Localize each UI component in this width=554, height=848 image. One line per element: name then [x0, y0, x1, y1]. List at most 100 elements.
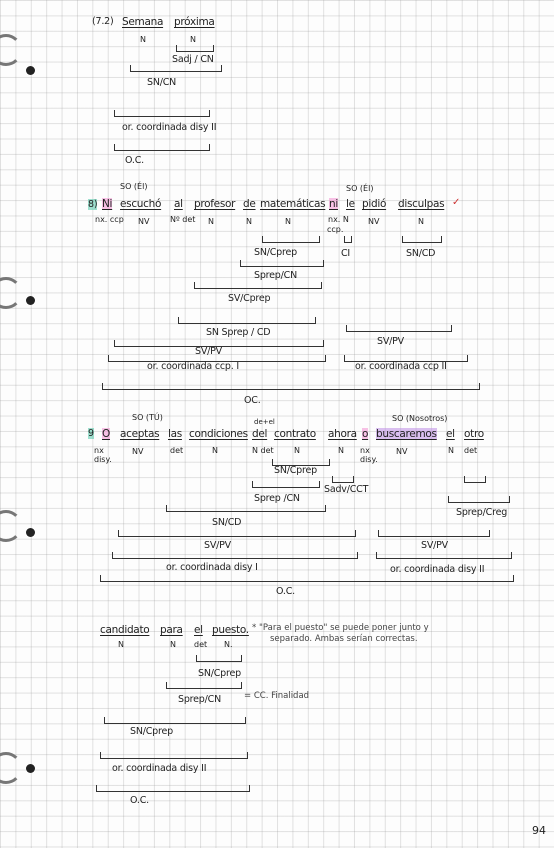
word-tag: nx disy. [360, 446, 378, 464]
bracket [178, 317, 316, 324]
word: disculpas [398, 198, 445, 210]
clause-label: or. coordinada disy II [390, 564, 485, 575]
word-tag: N [294, 446, 300, 455]
bracket [272, 459, 330, 466]
word-tag: N [246, 217, 252, 226]
bracket [448, 496, 510, 503]
phrase-label: SN/CD [212, 517, 242, 528]
phrase-label: SV/PV [195, 346, 222, 357]
word: las [168, 428, 182, 440]
word-tag: N [170, 640, 176, 649]
bracket [166, 682, 242, 689]
word-tag: det [464, 446, 478, 455]
word: próxima [174, 16, 215, 28]
check-mark: ✓ [452, 197, 461, 208]
word-tag: N [140, 35, 146, 44]
bracket [100, 752, 248, 759]
word: escuchó [120, 198, 162, 210]
word: ahora [328, 428, 357, 440]
phrase-label: SV/PV [377, 336, 404, 347]
bracket [176, 45, 214, 52]
sentence-label: OC. [244, 395, 261, 406]
word: condiciones [189, 428, 248, 440]
word-tag: NV [132, 447, 144, 456]
word-tag: N det [252, 446, 274, 455]
phrase-label: Sprep/Creg [456, 507, 508, 518]
omitted-subject: SO (Él) [120, 182, 148, 191]
phrase-label: Sadv/CCT [324, 484, 369, 495]
phrase-label: SN/Cprep [274, 465, 317, 476]
phrase-label: SN/CN [147, 77, 177, 88]
exercise-number: 9 [88, 428, 94, 439]
omitted-subject: SO (Nosotros) [392, 414, 448, 423]
word-tag: N [118, 640, 124, 649]
bracket [102, 383, 480, 390]
bracket [252, 481, 320, 488]
bracket [104, 717, 246, 724]
word-tag: ccp. [327, 225, 344, 234]
binder-ring [0, 34, 22, 66]
word: puesto. [212, 624, 249, 636]
clause-label: or. coordinada disy I [166, 562, 258, 573]
word-tag: N [418, 217, 424, 226]
word-conjunction: ni [329, 198, 338, 210]
bracket [108, 355, 326, 362]
word: buscaremos [376, 428, 437, 440]
omitted-subject: SO (Él) [346, 184, 374, 193]
binder-hole [26, 66, 35, 75]
bracket [344, 236, 352, 243]
word: Semana [122, 16, 164, 28]
bracket [378, 530, 490, 537]
bracket [100, 575, 514, 582]
phrase-label: SV/PV [204, 540, 231, 551]
word-tag: N [190, 35, 196, 44]
phrase-label: SN/Cprep [198, 668, 241, 679]
contraction-note: de+el [254, 418, 275, 426]
annotation-note: = CC. Finalidad [244, 691, 310, 701]
word: contrato [274, 428, 316, 440]
word-tag: NV [138, 217, 150, 226]
bracket [114, 340, 324, 347]
bracket [118, 530, 356, 537]
page-number: 94 [532, 824, 546, 837]
word: del [252, 428, 268, 440]
word-tag: det [194, 640, 208, 649]
clause-label: or. coordinada ccp II [355, 361, 447, 372]
word-tag: N [212, 446, 218, 455]
word: matemáticas [260, 198, 326, 210]
word-conjunction: Ni [102, 198, 113, 210]
binder-hole [26, 296, 35, 305]
bracket [332, 476, 354, 483]
phrase-label: CI [341, 248, 351, 259]
bracket [262, 236, 320, 243]
word-tag: NV [396, 447, 408, 456]
phrase-label: SN/CD [406, 248, 436, 259]
binder-ring [0, 510, 22, 542]
word: le [346, 198, 355, 210]
word: de [243, 198, 256, 210]
sentence-label: O.C. [125, 155, 144, 166]
exercise-number: (7.2) [92, 16, 114, 27]
annotation-note: * "Para el puesto" se puede poner junto … [252, 623, 429, 633]
word-tag: nx. N [328, 215, 349, 224]
word-tag: nx. ccp [95, 215, 124, 224]
phrase-label: SN/Cprep [254, 247, 297, 258]
word-tag: nx disy. [94, 446, 112, 464]
word-conjunction: O [102, 428, 110, 440]
annotation-note: separado. Ambas serían correctas. [270, 634, 418, 644]
clause-label: or. coordinada ccp. I [147, 361, 239, 372]
word-conjunction: o [362, 428, 369, 440]
word: para [160, 624, 183, 636]
bracket [96, 785, 250, 792]
word-tag: N [208, 217, 214, 226]
sentence-label: O.C. [276, 586, 295, 597]
clause-label: or. coordinada disy II [112, 763, 207, 774]
phrase-label: Sprep/CN [254, 270, 297, 281]
exercise-number: 8) [88, 199, 98, 210]
word-tag: Nº det [170, 215, 196, 224]
bracket [196, 655, 242, 662]
bracket [194, 282, 322, 289]
word-tag: N [338, 446, 344, 455]
binder-ring [0, 277, 22, 309]
word-tag: det [170, 446, 184, 455]
